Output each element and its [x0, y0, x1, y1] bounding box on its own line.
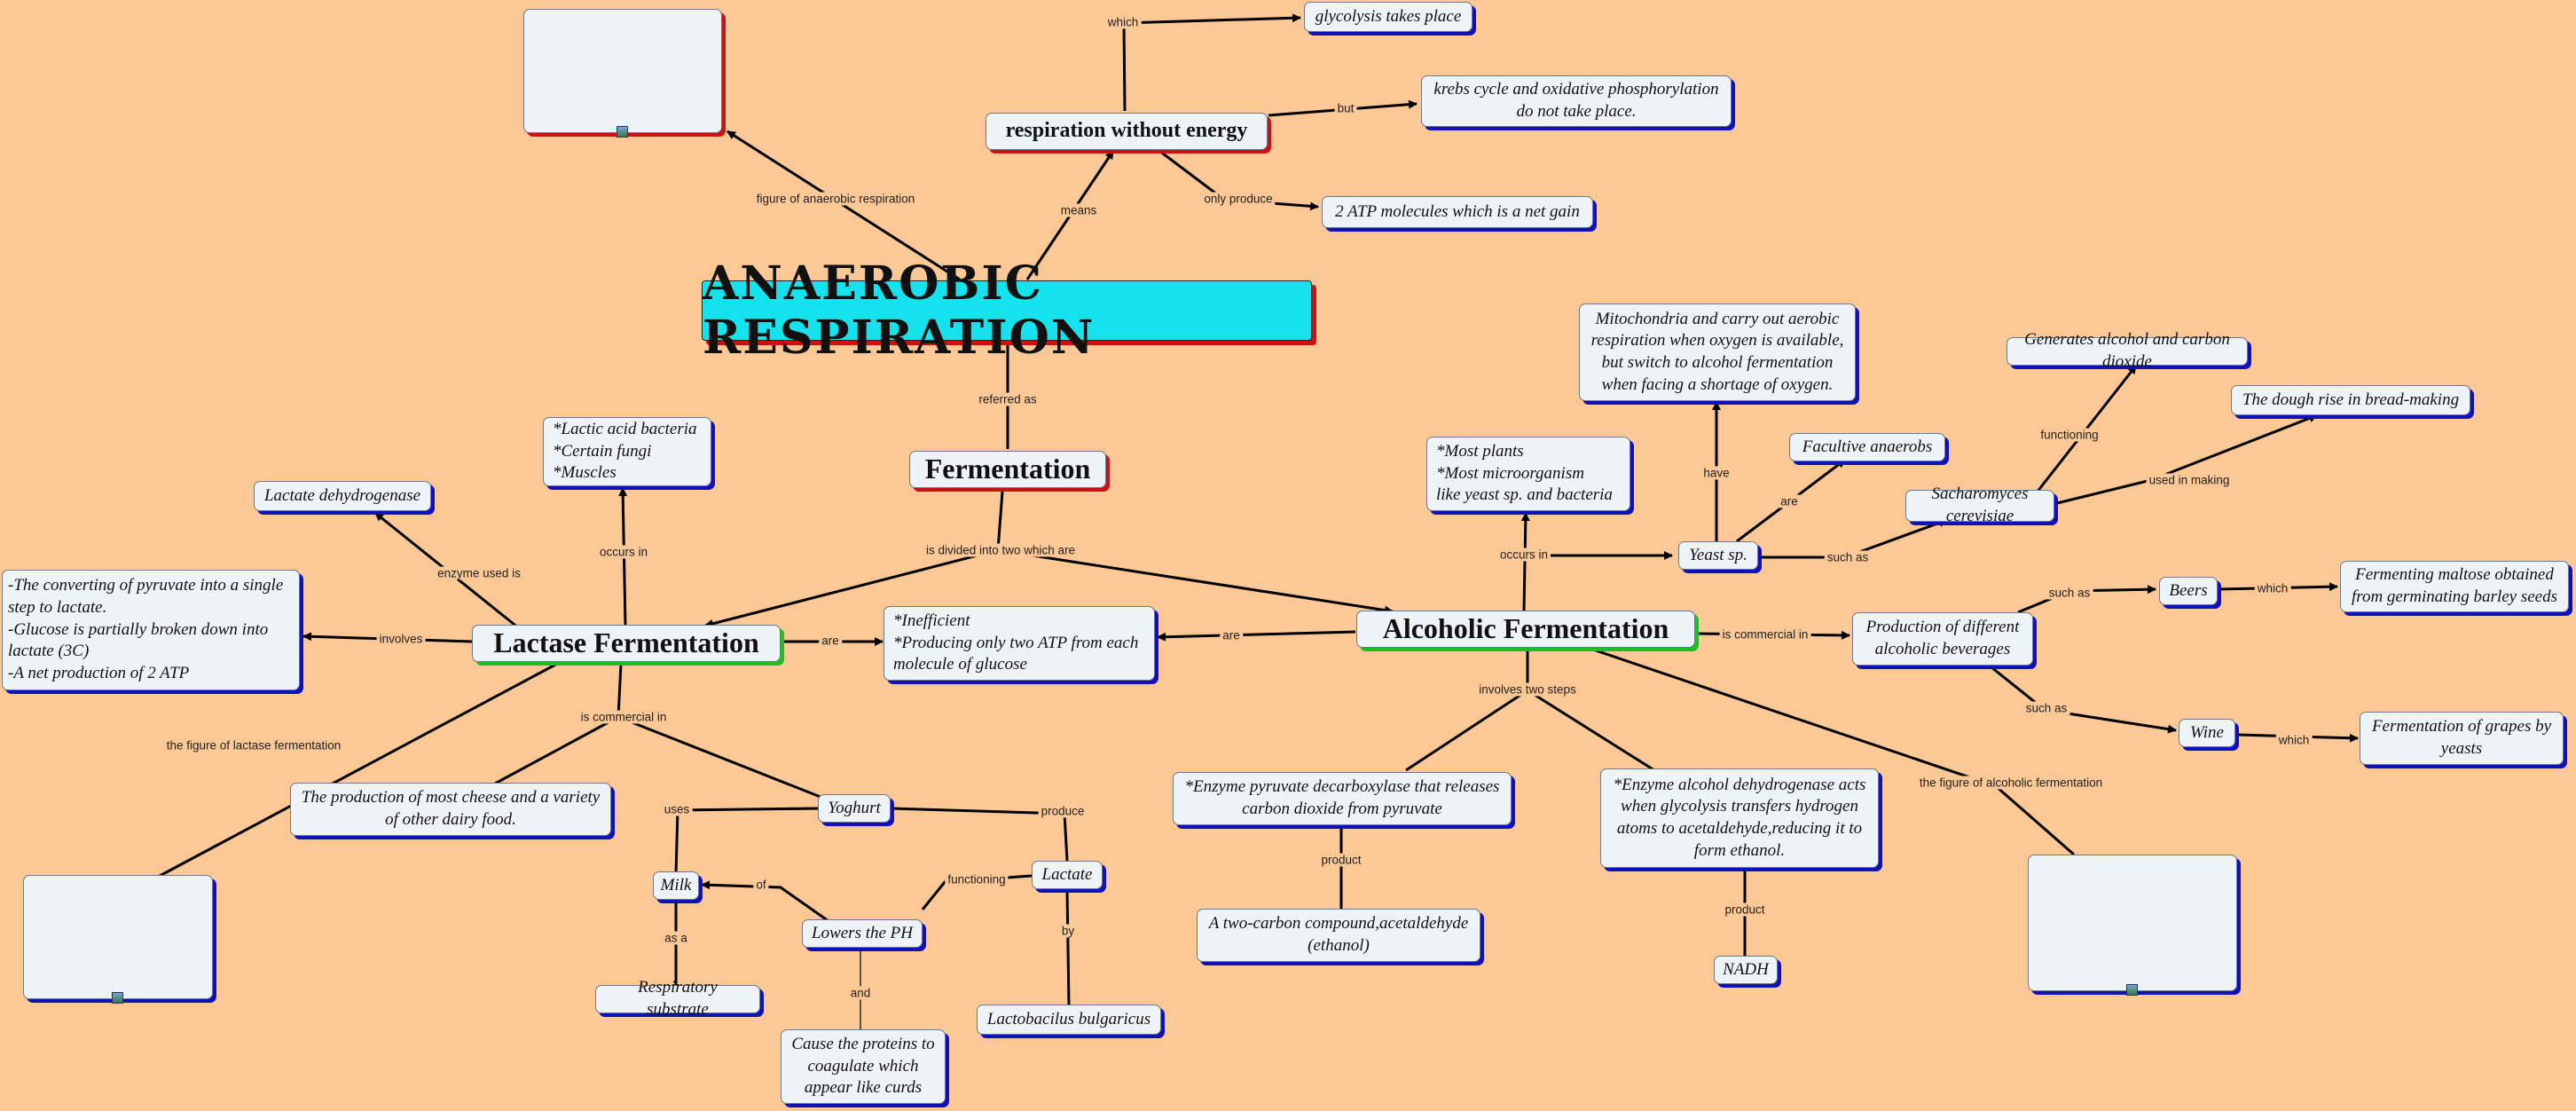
edge-lactate-lactobacilus	[1065, 888, 1071, 1006]
label-commercial-1: is commercial in	[577, 710, 670, 724]
node-inefficient[interactable]: *Inefficient *Producing only two ATP fro…	[884, 606, 1155, 681]
label-functioning-1: functioning	[945, 872, 1009, 886]
label-means: means	[1057, 203, 1100, 217]
node-mitochondria[interactable]: Mitochondria and carry out aerobic respi…	[1579, 303, 1856, 401]
edge-steps-alcohol	[1527, 689, 1655, 772]
main-title[interactable]: ANAEROBIC RESPIRATION	[702, 256, 1312, 365]
node-krebs[interactable]: krebs cycle and oxidative phosphorylatio…	[1421, 75, 1732, 127]
image-icon	[112, 992, 123, 1004]
node-two-carbon[interactable]: A two-carbon compound,acetaldehyde (etha…	[1197, 909, 1480, 962]
image-icon	[2126, 984, 2138, 996]
label-which-3: which	[2275, 733, 2313, 747]
node-cheese[interactable]: The production of most cheese and a vari…	[290, 783, 611, 836]
label-occurs-in-2: occurs in	[1496, 548, 1551, 562]
node-converting[interactable]: -The converting of pyruvate into a singl…	[2, 570, 300, 690]
label-occurs-in-1: occurs in	[596, 545, 651, 559]
edge-commercial-yoghurt	[617, 715, 826, 800]
node-lactic-bacteria[interactable]: *Lactic acid bacteria *Certain fungi *Mu…	[543, 417, 711, 486]
label-used-in-making: used in making	[2146, 473, 2233, 487]
node-respiration-without-energy[interactable]: respiration without energy	[986, 113, 1268, 150]
edge-alcoholic-are	[1157, 630, 1356, 642]
node-wine[interactable]: Wine	[2179, 719, 2235, 747]
label-such-as-2: such as	[2046, 586, 2093, 600]
label-such-as-1: such as	[1824, 550, 1872, 564]
node-generates[interactable]: Generates alcohol and carbon dioxide	[2007, 330, 2248, 371]
edge-lactase-figure	[159, 662, 558, 878]
node-beers[interactable]: Beers	[2159, 577, 2218, 605]
node-lactase-fermentation[interactable]: Lactase Fermentation	[472, 625, 781, 662]
figure-anaerobic-placeholder[interactable]	[523, 9, 722, 138]
label-only-produce: only produce	[1201, 192, 1276, 206]
label-uses: uses	[661, 802, 693, 816]
node-lactate[interactable]: Lactate	[1032, 861, 1103, 889]
image-icon	[617, 126, 628, 138]
node-respiratory-substrate[interactable]: Respiratory substrate	[595, 978, 760, 1019]
node-proteins[interactable]: Cause the proteins to coagulate which ap…	[781, 1029, 946, 1104]
node-enzyme-alcohol[interactable]: *Enzyme alcohol dehydrogenase acts when …	[1600, 768, 1879, 868]
label-produce: produce	[1038, 804, 1088, 818]
node-maltose[interactable]: Fermenting maltose obtained from germina…	[2340, 561, 2569, 612]
label-involves: involves	[376, 632, 426, 646]
label-product-1: product	[1318, 853, 1364, 867]
node-yeast[interactable]: Yeast sp.	[1678, 541, 1758, 570]
label-are-3: are	[1778, 494, 1801, 508]
label-of: of	[753, 878, 769, 892]
node-facultive[interactable]: Facultive anaerobs	[1789, 433, 1945, 461]
label-are-1: are	[819, 634, 842, 648]
node-production-beverages[interactable]: Production of different alcoholic bevera…	[1852, 612, 2033, 666]
node-grapes[interactable]: Fermentation of grapes by yeasts	[2360, 712, 2564, 765]
edge-alcoholic-occurs	[1520, 512, 1530, 611]
label-divided: is divided into two which are	[923, 543, 1079, 557]
edge-title-figure	[726, 130, 961, 281]
figure-alcoholic-placeholder[interactable]	[2028, 855, 2237, 996]
label-involves-two-steps: involves two steps	[1476, 682, 1579, 697]
label-enzyme-used: enzyme used is	[435, 566, 523, 580]
edge-ferm-alcoholic	[997, 548, 1394, 615]
edge-lowers-milk	[701, 880, 829, 923]
label-functioning-2: functioning	[2038, 428, 2101, 442]
node-2atp[interactable]: 2 ATP molecules which is a net gain	[1322, 196, 1593, 228]
label-are-2: are	[1220, 628, 1243, 642]
label-figure-anaerobic: figure of anaerobic respiration	[753, 192, 918, 206]
node-enzyme-pyruvate[interactable]: *Enzyme pyruvate decarboxylase that rele…	[1173, 772, 1512, 825]
node-sacharomyces[interactable]: Sacharomyces cerevisiae	[1905, 485, 2054, 525]
node-dough[interactable]: The dough rise in bread-making	[2231, 385, 2470, 415]
label-such-as-3: such as	[2022, 701, 2070, 715]
label-as-a: as a	[662, 931, 690, 945]
node-glycolysis[interactable]: glycolysis takes place	[1304, 2, 1473, 32]
label-figure-alcoholic: the figure of alcoholic fermentation	[1916, 776, 2106, 790]
label-referred-as: referred as	[976, 392, 1040, 406]
figure-lactase-placeholder[interactable]	[23, 875, 213, 1004]
node-lowers-ph[interactable]: Lowers the PH	[802, 919, 923, 948]
label-product-2: product	[1722, 902, 1768, 917]
label-which: which	[1104, 15, 1142, 29]
label-have: have	[1700, 466, 1732, 480]
node-lactobacilus[interactable]: Lactobacilus bulgaricus	[977, 1005, 1161, 1035]
node-nadh[interactable]: NADH	[1714, 956, 1778, 984]
node-lactate-dehydrogenase[interactable]: Lactate dehydrogenase	[254, 481, 431, 511]
label-and: and	[847, 986, 874, 1000]
label-which-2: which	[2254, 581, 2291, 595]
node-yoghurt[interactable]: Yoghurt	[818, 794, 891, 823]
node-milk[interactable]: Milk	[653, 871, 699, 900]
edge-yoghurt-uses-milk	[674, 807, 821, 874]
edge-commercial-cheese	[494, 715, 619, 785]
edge-steps-pyruvate	[1405, 689, 1528, 772]
edge-bev-wine	[1991, 666, 2177, 734]
node-most-plants[interactable]: *Most plants *Most microorganism like ye…	[1426, 437, 1630, 511]
node-fermentation[interactable]: Fermentation	[909, 451, 1106, 488]
label-but: but	[1334, 101, 1357, 115]
edge-lactase-commercial	[617, 663, 623, 718]
label-by: by	[1058, 924, 1078, 938]
label-figure-lactase: the figure of lactase fermentation	[163, 738, 344, 752]
label-commercial-2: is commercial in	[1719, 627, 1811, 642]
edge-resp-which	[1122, 13, 1301, 112]
node-alcoholic-fermentation[interactable]: Alcoholic Fermentation	[1356, 611, 1695, 648]
